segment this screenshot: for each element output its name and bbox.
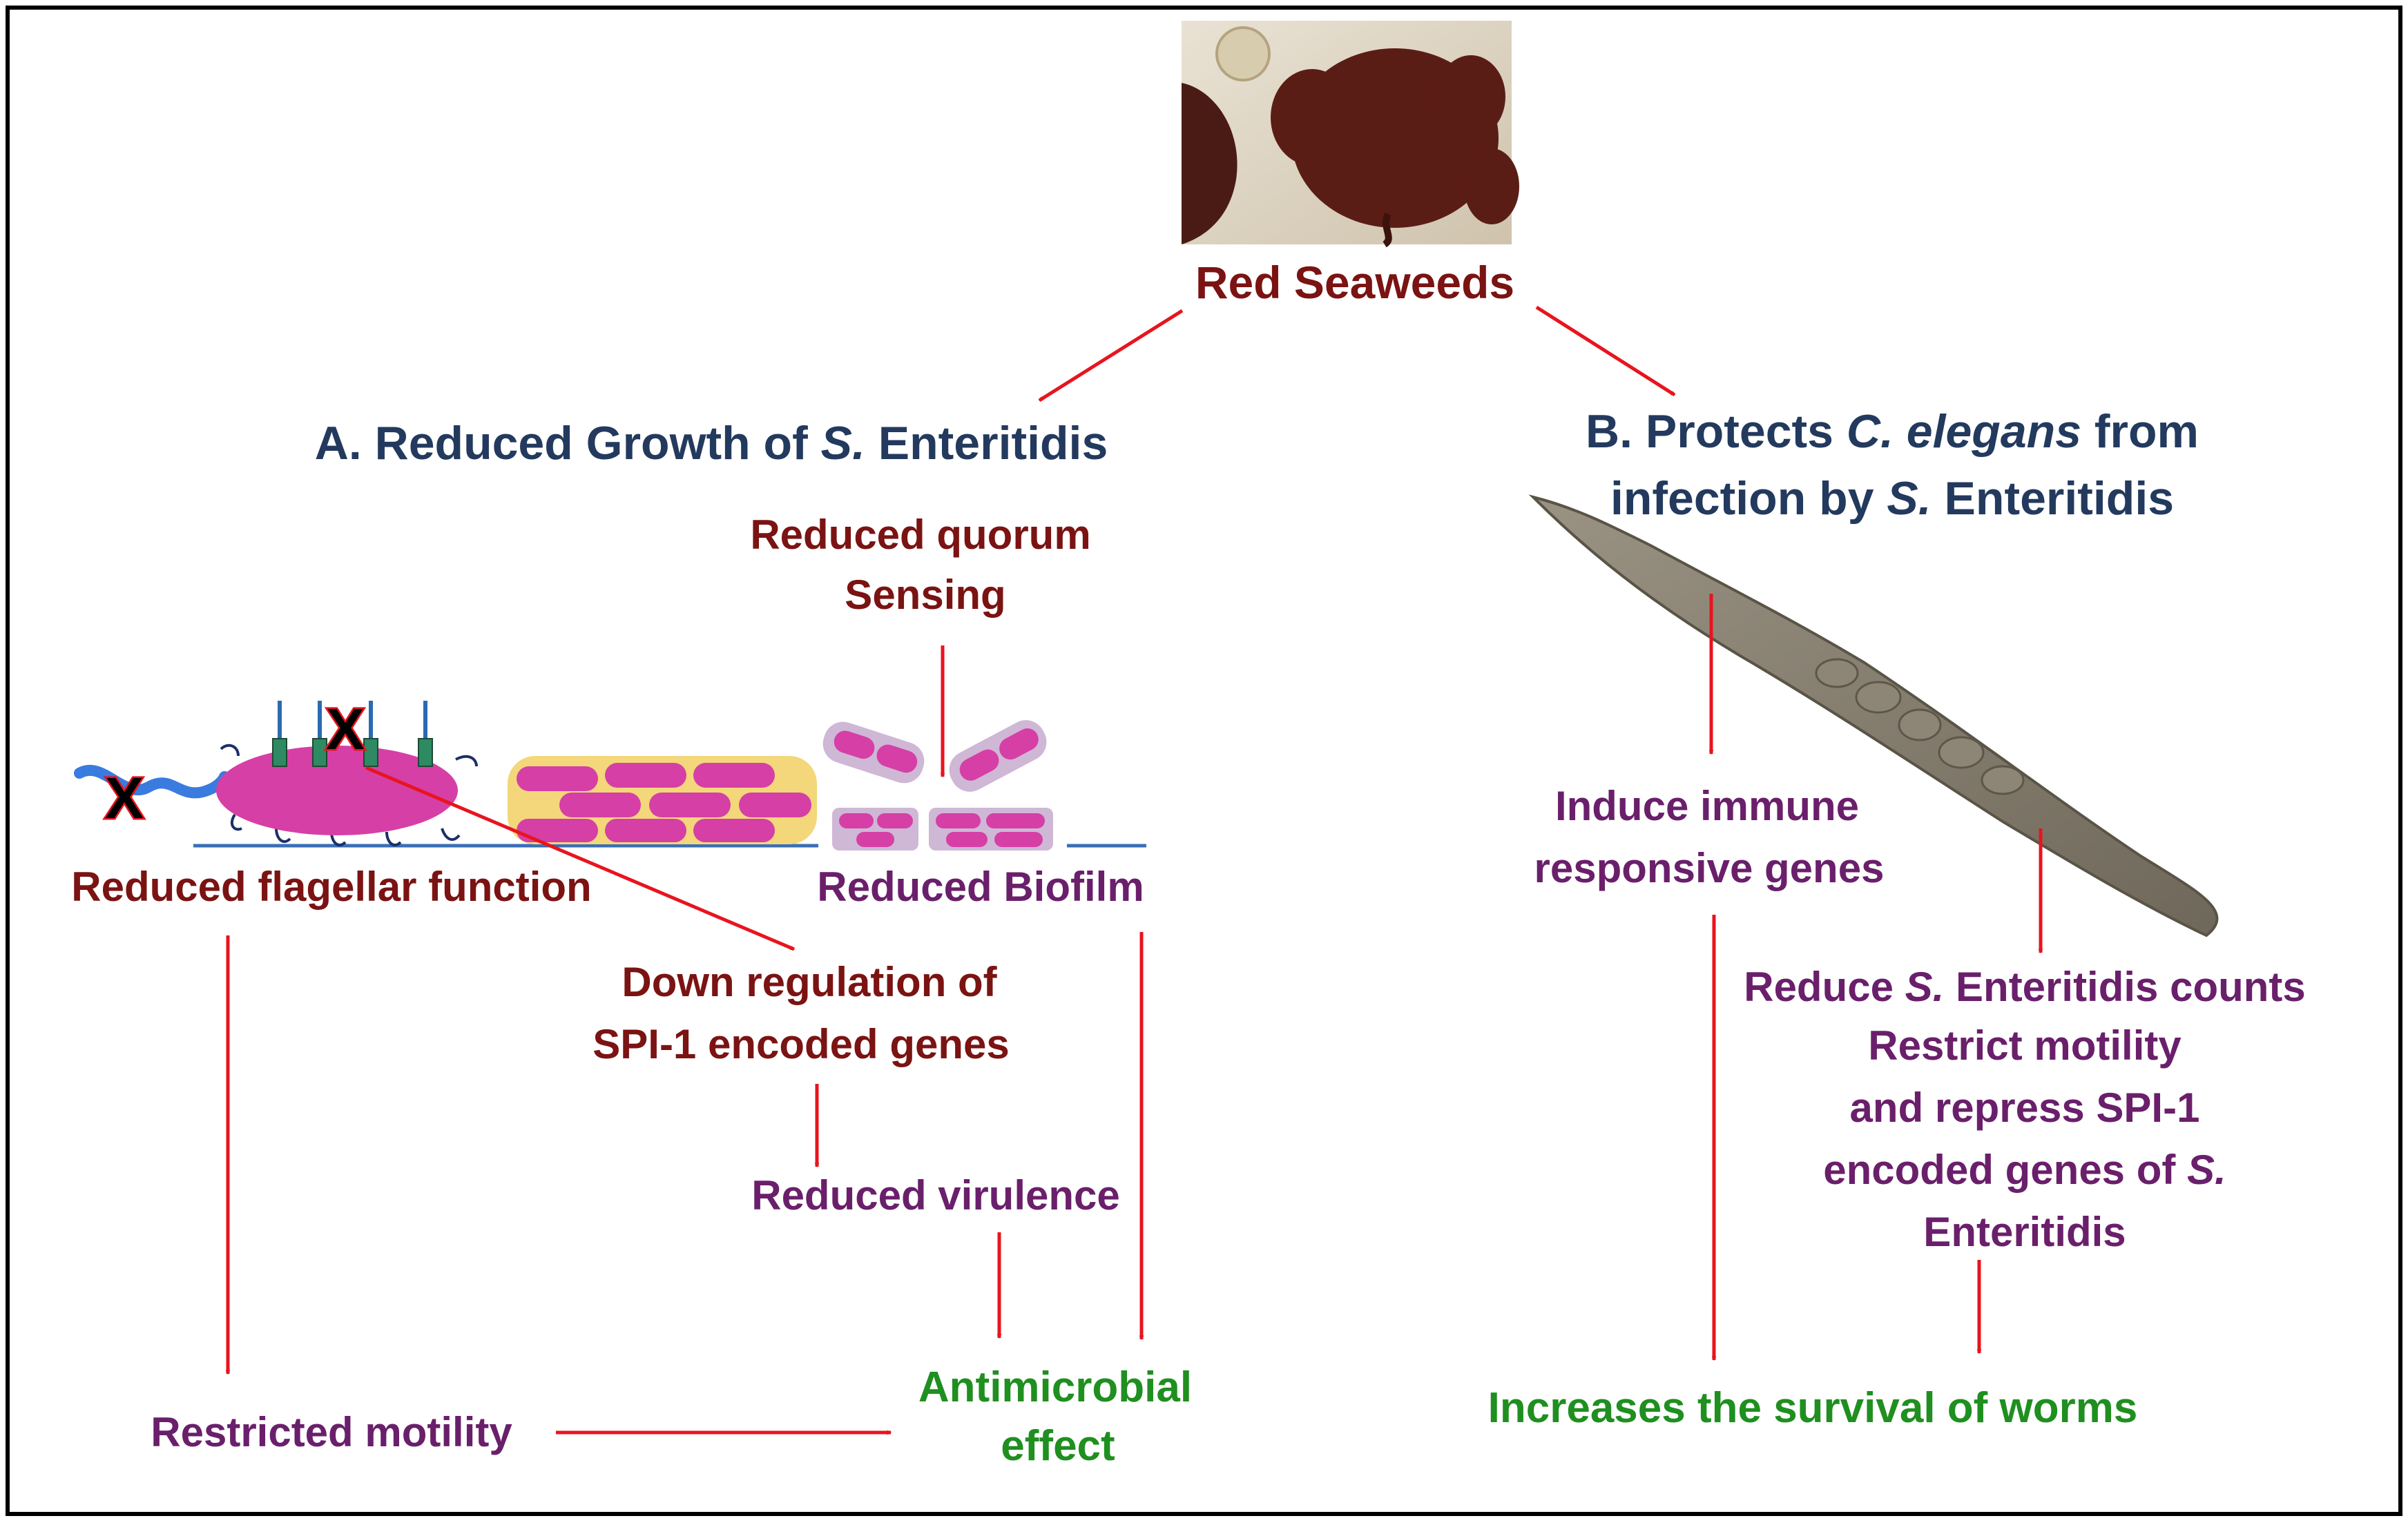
branch-b-heading-line1: B. Protects C. elegans from	[1586, 405, 2199, 458]
immune-label-line1: Induce immune	[1555, 783, 1859, 829]
antimicrobial-label-line2: effect	[1001, 1422, 1115, 1470]
outer-frame	[6, 6, 2402, 1516]
svg-text:X: X	[326, 697, 365, 761]
branch-a-heading: A. Reduced Growth of S. Enteritidis	[315, 417, 1108, 469]
flagellar-label: Reduced flagellar function	[71, 864, 591, 910]
worm-eggs-icon	[1815, 658, 2025, 795]
pili-icon	[220, 744, 478, 846]
flagellum-icon	[74, 764, 230, 799]
arrows	[228, 305, 2041, 1432]
seaweed-left-icon	[1182, 83, 1237, 244]
quorum-label-line2: Sensing	[845, 572, 1005, 618]
secretion-system-icon	[272, 701, 433, 767]
restrict-label-line1: Restrict motility	[1868, 1022, 2181, 1069]
coin-icon	[1215, 26, 1271, 81]
restrict-label-line2: and repress SPI-1	[1850, 1085, 2200, 1131]
arrow-seaweeds-to-b	[1535, 305, 1675, 397]
spi-label-line1: Down regulation of	[622, 959, 997, 1005]
virulence-label: Reduced virulence	[751, 1172, 1120, 1218]
red-seaweeds-title: Red Seaweeds	[1195, 257, 1514, 308]
reduce-counts-label: Reduce S. Enteritidis counts	[1744, 964, 2306, 1010]
biofilm-illustration	[508, 756, 817, 844]
biofilm-label: Reduced Biofilm	[817, 864, 1144, 910]
svg-text:X: X	[105, 766, 144, 831]
immune-label-line2: responsive genes	[1534, 845, 1885, 891]
restrict-label-line3: encoded genes of S.	[1823, 1147, 2226, 1193]
restrict-label-line4: Enteritidis	[1923, 1209, 2126, 1255]
seaweed-photo	[1182, 21, 1519, 248]
arrow-seaweeds-to-a	[1039, 309, 1184, 402]
motility-label: Restricted motility	[151, 1409, 512, 1455]
inhibited-flagellum-cross-icon: X	[103, 764, 145, 833]
antimicrobial-label-line1: Antimicrobial	[918, 1363, 1192, 1411]
survival-label: Increases the survival of worms	[1488, 1384, 2138, 1432]
disrupted-biofilm-illustration	[822, 720, 1146, 851]
c-elegans-worm-illustration	[1528, 494, 2219, 938]
spi-label-line2: SPI-1 encoded genes	[593, 1021, 1010, 1067]
inhibited-secretion-cross-icon: X	[324, 695, 366, 764]
quorum-label-line1: Reduced quorum	[750, 512, 1090, 558]
arrow-secretion-to-spi	[365, 766, 794, 951]
bacterium-illustration: X X	[74, 695, 818, 848]
bacterium-cell-icon	[216, 746, 458, 835]
seaweed-right-icon	[1271, 48, 1519, 228]
branch-b-heading-line2: infection by S. Enteritidis	[1610, 472, 2174, 525]
